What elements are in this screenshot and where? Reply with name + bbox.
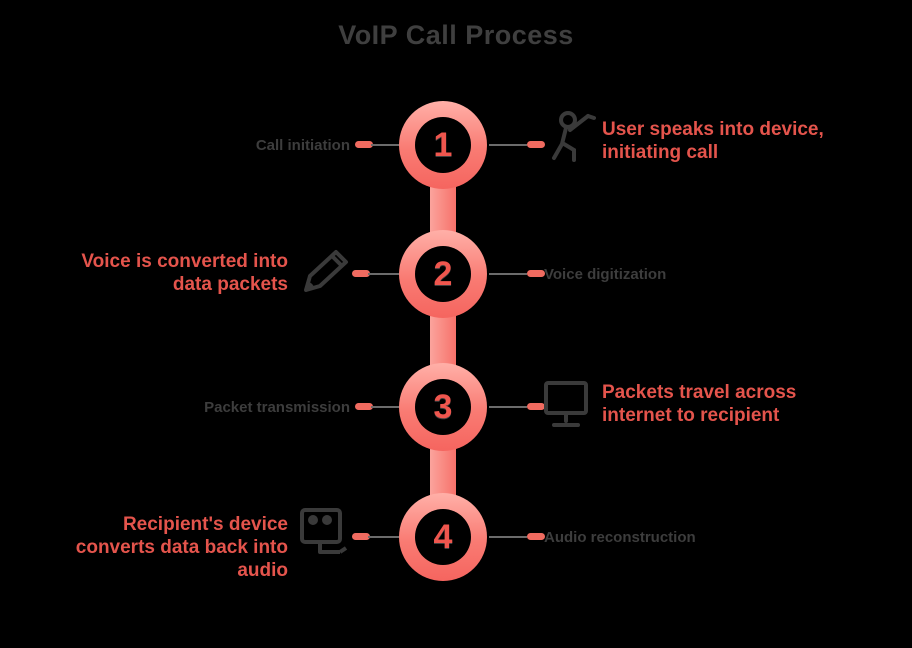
- step1-circle: 1: [399, 101, 487, 189]
- step4-left-connector-cap: [352, 533, 370, 540]
- step3-number: 3: [433, 387, 453, 426]
- step1-number: 1: [433, 125, 453, 164]
- step2-description-line2: data packets: [172, 274, 288, 295]
- step1-description-line2: initiating call: [602, 142, 719, 163]
- step3-left-connector-line: [371, 406, 399, 408]
- monitor-icon: [538, 377, 594, 431]
- step1-left-connector-cap: [355, 141, 373, 148]
- step2-description-line1: Voice is converted into: [81, 251, 288, 272]
- step2-circle: 2: [399, 230, 487, 318]
- audio-device-icon: [296, 504, 354, 558]
- step2-description: Voice is converted into data packets: [81, 250, 288, 296]
- step2-left-connector-line: [368, 273, 399, 275]
- step4-description-line2: converts data back into: [75, 537, 288, 558]
- step1-description: User speaks into device, initiating call: [602, 118, 824, 164]
- step1-circle-hole: [415, 117, 471, 173]
- page-title: VoIP Call Process: [338, 20, 574, 50]
- step4-right-connector-line: [489, 536, 527, 538]
- person-speaking-icon: [544, 104, 596, 164]
- step1-right-connector-line: [489, 144, 527, 146]
- step4-description-line1: Recipient's device: [122, 514, 288, 535]
- step2-side-label: Voice digitization: [544, 266, 667, 283]
- step4-description: Recipient's device converts data back in…: [76, 513, 288, 582]
- step3-circle: 3: [399, 363, 487, 451]
- step4-right-connector-cap: [527, 533, 545, 540]
- step4-side-label: Audio reconstruction: [544, 529, 696, 546]
- step3-left-connector-cap: [355, 403, 373, 410]
- pencil-icon: [296, 242, 352, 300]
- step1-description-line1: User speaks into device,: [602, 119, 824, 140]
- step1-right-connector-cap: [527, 141, 545, 148]
- step4-description-line3: audio: [237, 560, 288, 581]
- step3-right-connector-cap: [527, 403, 545, 410]
- step3-right-connector-line: [489, 406, 527, 408]
- step2-circle-hole: [415, 246, 471, 302]
- step1-side-label: Call initiation: [255, 137, 350, 154]
- step1-left-connector-line: [371, 144, 399, 146]
- step3-description-line1: Packets travel across: [602, 382, 797, 403]
- timeline-spine: [430, 145, 456, 537]
- step3-description: Packets travel across internet to recipi…: [602, 381, 796, 427]
- step3-side-label: Packet transmission: [204, 399, 350, 416]
- step3-circle-hole: [415, 379, 471, 435]
- step2-number: 2: [433, 254, 453, 293]
- step4-left-connector-line: [368, 536, 399, 538]
- step2-right-connector-cap: [527, 270, 545, 277]
- step2-left-connector-cap: [352, 270, 370, 277]
- step4-number: 4: [433, 517, 453, 556]
- step4-circle-hole: [415, 509, 471, 565]
- step3-description-line2: internet to recipient: [602, 405, 780, 426]
- step2-right-connector-line: [489, 273, 527, 275]
- step4-circle: 4: [399, 493, 487, 581]
